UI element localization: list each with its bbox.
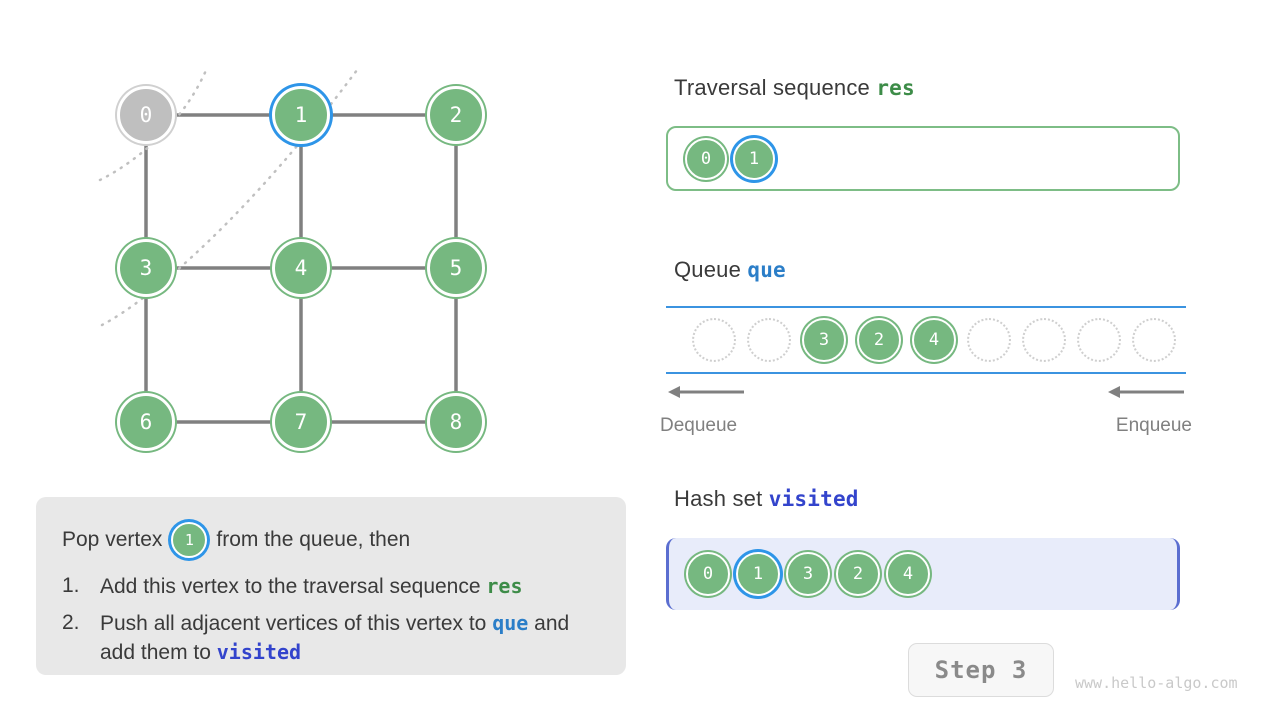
graph-node-4[interactable]: 4 [272,239,330,297]
graph-node-0[interactable]: 0 [117,86,175,144]
queue-rail-top [666,306,1186,308]
explanation-line1-before: Pop vertex [62,528,163,551]
explanation-steps-list: 1. Add this vertex to the traversal seque… [62,572,600,667]
queue-rail-bottom [666,372,1186,374]
enqueue-arrow-icon [1108,386,1184,398]
res-item-0: 0 [685,137,727,180]
visited-item-3: 2 [836,552,880,596]
graph-node-5[interactable]: 5 [427,239,485,297]
queue-title-text: Queue [674,257,742,282]
visited-title-code: visited [768,487,859,511]
graph-panel: 0 1 2 3 4 5 6 7 8 [0,0,620,480]
queue-section-title: Queue que [674,257,786,283]
queue-slot-5 [967,318,1011,362]
explanation-step-number: 2. [62,611,80,634]
explanation-step-text: Push all adjacent vertices of this verte… [100,609,600,667]
queue-slot-7 [1077,318,1121,362]
explanation-line-1: Pop vertex 1 from the queue, then [62,519,600,561]
step-badge: Step 3 [908,643,1054,697]
explanation-step-text: Add this vertex to the traversal sequenc… [100,572,523,601]
graph-node-8[interactable]: 8 [427,393,485,451]
explanation-text-part: Push all adjacent vertices of this verte… [100,612,493,635]
graph-node-6[interactable]: 6 [117,393,175,451]
graph-node-7[interactable]: 7 [272,393,330,451]
dequeue-arrow-icon [668,386,744,398]
visited-item-2: 3 [786,552,830,596]
visited-item-1: 1 [736,552,780,596]
explanation-line1-after: from the queue, then [216,528,411,551]
enqueue-label: Enqueue [1115,415,1192,436]
queue-slot-8 [1132,318,1176,362]
explanation-text-part: que [492,611,529,635]
explanation-vertex-node: 1 [171,522,208,558]
explanation-step-number: 1. [62,574,80,597]
queue-arrows [666,385,1186,399]
explanation-text-part: Add this vertex to the traversal sequenc… [100,575,487,598]
visited-item-0: 0 [686,552,730,596]
explanation-step-1: 1. Add this vertex to the traversal seque… [62,572,600,601]
res-title-code: res [876,76,915,100]
queue-slot-6 [1022,318,1066,362]
res-title-text: Traversal sequence [674,75,870,100]
queue-slot-2: 3 [802,318,846,362]
queue-title-code: que [747,258,786,282]
queue-direction-labels: Dequeue Enqueue [660,415,1192,437]
watermark: www.hello-algo.com [1075,674,1238,692]
visited-section-title: Hash set visited [674,486,859,512]
res-section-title: Traversal sequence res [674,75,915,101]
res-item-1: 1 [733,137,775,180]
queue-slot-0 [692,318,736,362]
visited-item-4: 4 [886,552,930,596]
queue-slot-4: 4 [912,318,956,362]
queue-slot-1 [747,318,791,362]
graph-node-2[interactable]: 2 [427,86,485,144]
explanation-box: Pop vertex 1 from the queue, then 1. Add … [36,497,626,675]
queue-slot-3: 2 [857,318,901,362]
graph-node-1[interactable]: 1 [272,86,330,144]
explanation-text-part: and add them to [100,612,570,664]
graph-node-3[interactable]: 3 [117,239,175,297]
explanation-text-part: res [486,574,523,598]
frontier-curve [98,66,209,182]
visited-title-text: Hash set [674,486,763,511]
explanation-text-part: visited [216,640,302,664]
dequeue-label: Dequeue [660,415,738,436]
explanation-step-2: 2. Push all adjacent vertices of this ver… [62,609,600,667]
